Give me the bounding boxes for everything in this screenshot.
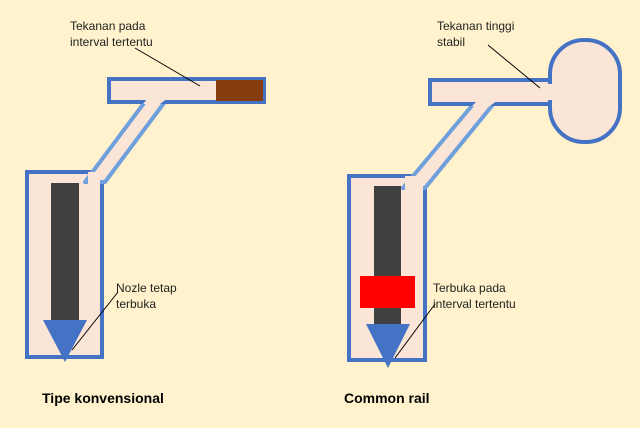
left-nozzle-tip-icon — [43, 320, 87, 362]
right-nozzle-leader — [394, 303, 436, 359]
right-caption: Common rail — [344, 390, 430, 406]
left-caption: Tipe konvensional — [42, 390, 164, 406]
left-nozzle-note: Nozle tetap terbuka — [116, 281, 177, 311]
left-pressure-leader — [134, 47, 201, 87]
right-nozzle-note: Terbuka pada interval tertentu — [433, 281, 516, 311]
right-injector — [347, 38, 622, 368]
left-needle — [51, 183, 79, 328]
left-injector — [25, 47, 266, 362]
right-nozzle-tip-icon — [366, 324, 410, 368]
left-nozzle-leader — [71, 291, 119, 351]
right-fuel-pipe — [401, 94, 502, 190]
left-pressure-note: Tekanan pada interval tertentu — [70, 19, 153, 49]
left-pump-valve — [216, 80, 263, 101]
right-pressure-leader — [487, 44, 541, 89]
right-pressure-note: Tekanan tinggi stabil — [437, 19, 515, 49]
right-solenoid-icon — [360, 276, 415, 308]
left-fuel-pipe — [83, 93, 172, 184]
right-pressure-accumulator-icon — [548, 38, 622, 144]
right-needle — [374, 186, 401, 334]
